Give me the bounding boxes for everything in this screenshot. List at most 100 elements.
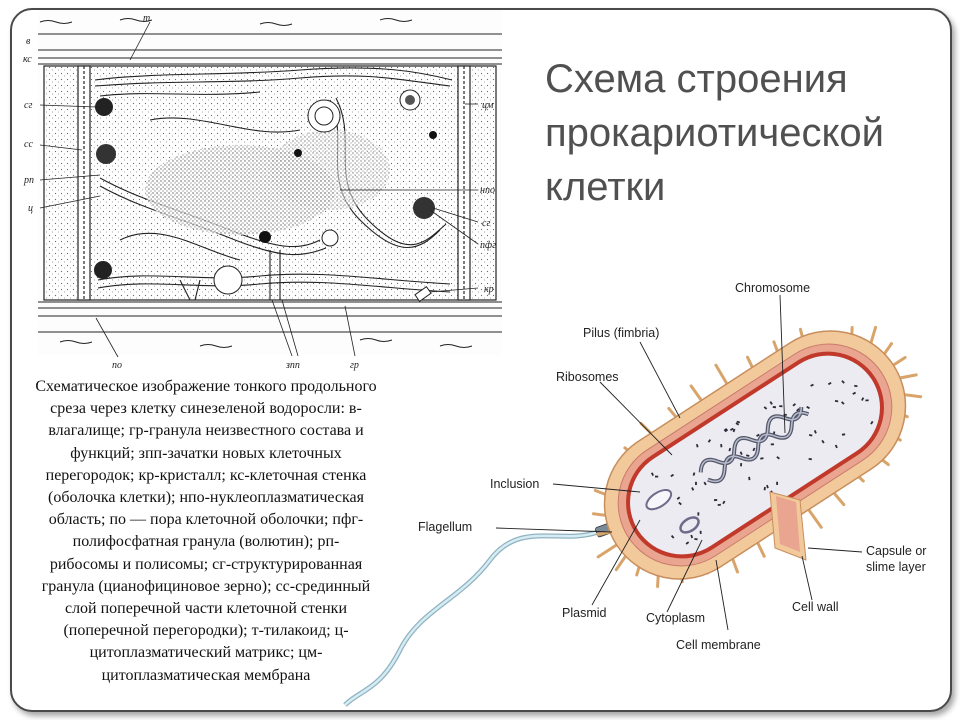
ribosome (796, 408, 800, 412)
ribosome (699, 530, 702, 535)
bacterium-leaders (495, 294, 863, 631)
ribosome (834, 399, 839, 403)
ribosome (766, 484, 769, 489)
ribosome (806, 405, 810, 410)
label-pilus: Pilus (fimbria) (583, 326, 659, 340)
ribosome (779, 405, 783, 408)
label-ss: сс (24, 139, 33, 150)
pilus (689, 384, 704, 403)
cross-walls (77, 65, 471, 301)
ribosome (752, 447, 756, 452)
caption-line: Схематическое изображение тонкого продол… (35, 378, 377, 395)
ribosome (728, 447, 732, 452)
label-chromosome: Chromosome (735, 281, 810, 295)
ribosome (695, 481, 697, 486)
ribosome (739, 451, 743, 455)
label-rp: рп (23, 175, 34, 186)
caption-line: полифосфатная гранула (волютин); рп- (72, 533, 340, 551)
ribosome (821, 439, 825, 444)
ribosome (861, 397, 865, 401)
pilus (891, 356, 907, 367)
caption-line: влагалище; гр-гранула неизвестного соста… (48, 422, 364, 440)
ribosome (670, 473, 675, 478)
ribosome (808, 433, 813, 437)
ribosome (776, 456, 780, 460)
ribosome (841, 380, 845, 384)
caption-line: слой поперечной части клеточной стенки (64, 600, 348, 618)
ribosome (763, 406, 768, 410)
label-po: по (112, 360, 122, 371)
caption-line: цитоплазматический матрикс; цм- (89, 644, 323, 662)
ribosome (763, 486, 766, 491)
title-line-1: Схема строения (545, 57, 848, 101)
ribosome (723, 428, 728, 432)
ribosome (756, 433, 760, 437)
label-npo: нпо (480, 185, 495, 196)
label-ks: кс (23, 54, 32, 65)
label-cm: цм (482, 100, 494, 111)
ribosome (776, 481, 779, 485)
ribosome (654, 475, 659, 478)
label-inclusion: Inclusion (490, 477, 539, 491)
title-line-3: клетки (545, 165, 666, 209)
label-ts: ц (28, 203, 33, 214)
ribosome (770, 443, 774, 446)
ribosome (724, 428, 729, 433)
bacterium-diagram: Chromosome Pilus (fimbria) Ribosomes Inc… (343, 281, 926, 707)
ribosome (792, 403, 797, 407)
granules (94, 89, 437, 302)
ribosome (736, 420, 741, 424)
label-gr: гр (350, 360, 359, 371)
ribosome (865, 399, 869, 402)
label-pfg: пфг (480, 240, 496, 251)
ribosome (834, 444, 838, 449)
ribosome (813, 430, 817, 434)
slide-title: Схема строения прокариотической клетки (545, 52, 945, 214)
label-flagellum: Flagellum (418, 520, 472, 534)
ribosome (685, 541, 690, 545)
ribosome (720, 443, 723, 448)
label-plasmid: Plasmid (562, 606, 607, 620)
nucleoplasm-2 (270, 130, 390, 210)
label-capsule-1: Capsule or (866, 544, 926, 558)
pilus (806, 507, 823, 529)
ribosome (713, 499, 718, 502)
label-sg-left: сг (24, 100, 32, 111)
ribosome (827, 381, 832, 386)
label-ribosomes: Ribosomes (556, 370, 619, 384)
ribosome (772, 406, 777, 409)
label-kr: кр (484, 284, 494, 295)
ribosome (703, 481, 707, 486)
ribosome (852, 391, 857, 395)
cyanobacterium-micrograph: т в кс сг сс рп ц по цм нпо сг пфг кр зп… (23, 10, 502, 371)
ribosome (691, 487, 695, 491)
ribosome (808, 457, 812, 461)
caption-line: гранула (цианофициновое зерно); сс-среди… (41, 577, 371, 595)
ribosome (676, 496, 681, 500)
caption-line: перегородок; кр-кристалл; кс-клеточная с… (45, 466, 367, 484)
ribosome (740, 463, 743, 467)
ribosomes (650, 380, 874, 545)
title-line-2: прокариотической (545, 111, 885, 155)
label-zpp: зпп (285, 360, 300, 371)
caption-line: рибосомы и полисомы; сг-структурированна… (49, 555, 363, 573)
ribosome (692, 472, 696, 476)
label-t: т (143, 13, 150, 24)
ribosome (841, 433, 846, 436)
pilus (596, 543, 619, 559)
caption-line: цитоплазматическая мембрана (101, 666, 311, 684)
ribosome (745, 454, 750, 457)
ribosome (707, 439, 712, 443)
ribosome (841, 401, 845, 405)
label-cell-wall: Cell wall (792, 600, 839, 614)
micrograph-caption: Схематическое изображение тонкого продол… (2, 376, 410, 687)
ribosome (730, 427, 734, 431)
ribosome (769, 401, 773, 405)
caption-line: (поперечной перегородки); т-тилакоид; ц- (63, 622, 349, 640)
ribosome (732, 428, 736, 433)
ribosome (810, 383, 814, 387)
inclusion (645, 488, 673, 511)
ribosome (870, 420, 874, 425)
ribosome (650, 472, 654, 477)
label-cytoplasm: Cytoplasm (646, 611, 705, 625)
